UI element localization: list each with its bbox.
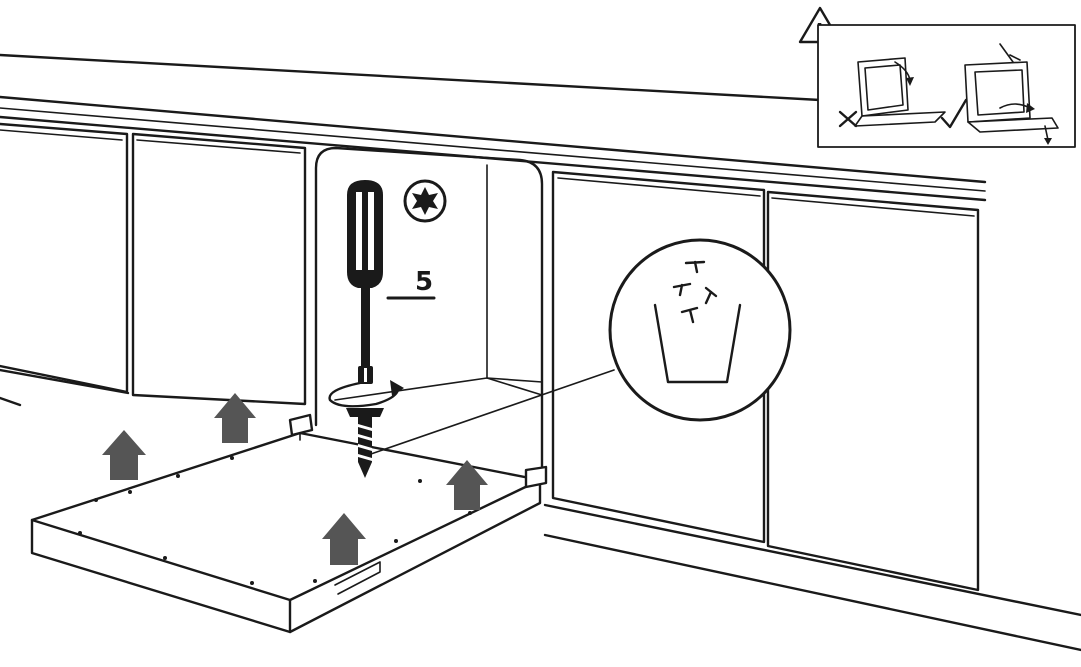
up-arrow-icon — [322, 513, 366, 565]
discard-callout — [608, 238, 792, 422]
loose-screws — [672, 260, 718, 324]
correct-method — [940, 43, 1059, 145]
leader-line — [367, 369, 615, 456]
cross-mark-icon — [838, 110, 858, 128]
base-plate — [30, 413, 548, 634]
lift-arrows — [102, 393, 488, 565]
step-indicator: 5 — [386, 267, 436, 300]
up-arrow-icon — [214, 393, 256, 443]
screw — [346, 408, 384, 478]
left-cabinet-doors — [0, 122, 307, 407]
step-number: 5 — [415, 267, 433, 297]
rotate-clockwise-icon — [328, 380, 404, 408]
mounting-clip-right — [524, 465, 548, 489]
waste-bin-icon — [653, 303, 742, 384]
up-arrow-icon — [446, 460, 488, 510]
wrong-method — [838, 57, 946, 128]
mounting-clip-left — [288, 413, 314, 437]
torx-star-icon — [403, 179, 447, 223]
warning-panel: ! — [798, 6, 1076, 148]
screwdriver-icon — [347, 180, 383, 384]
screw-holes — [78, 456, 472, 585]
up-arrow-icon — [102, 430, 146, 480]
check-mark-icon — [940, 98, 968, 129]
right-cabinet-doors — [543, 170, 1081, 652]
dishwasher-niche — [314, 146, 544, 482]
